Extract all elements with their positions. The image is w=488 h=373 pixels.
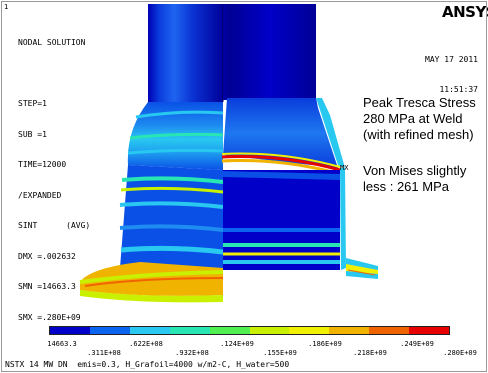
time-label: 11:51:37 — [439, 85, 478, 94]
stress-contour-model[interactable]: MX — [0, 0, 488, 330]
note-line: (with refined mesh) — [363, 127, 474, 142]
info-line: SMX =.280E+09 — [18, 312, 81, 322]
info-line: TIME=12000 — [18, 160, 67, 169]
legend-swatch — [409, 327, 450, 334]
info-line: /EXPANDED — [18, 190, 62, 200]
base-flange — [79, 258, 378, 303]
legend-label: .932E+08 — [175, 349, 209, 357]
von-mises-note: Von Mises slightly less : 261 MPa — [363, 163, 466, 195]
legend-swatch — [50, 327, 90, 334]
window-number: 1 — [4, 3, 9, 11]
info-line: SINT (AVG) — [18, 221, 91, 230]
legend-swatch — [169, 327, 210, 334]
lower-shell — [119, 165, 346, 273]
note-line: less : 261 MPa — [363, 179, 449, 194]
legend-swatch — [89, 327, 130, 334]
peak-stress-note: Peak Tresca Stress 280 MPa at Weld (with… — [363, 95, 476, 143]
legend-swatch — [329, 327, 370, 334]
legend-swatch — [249, 327, 290, 334]
legend-label: .280E+09 — [443, 349, 477, 357]
upper-pipe — [148, 4, 316, 102]
max-marker: MX — [340, 164, 349, 172]
transition-section — [127, 102, 224, 170]
inner-cut-section — [221, 98, 345, 176]
legend-swatch — [209, 327, 250, 334]
note-line: Von Mises slightly — [363, 163, 467, 178]
date-label: MAY 17 2011 — [425, 55, 478, 64]
legend-label: .622E+08 — [129, 340, 163, 348]
legend-label: 14663.3 — [47, 340, 77, 348]
info-line: DMX =.002632 — [18, 251, 76, 261]
note-line: Peak Tresca Stress — [363, 95, 476, 110]
legend-swatch — [289, 327, 330, 334]
contour-legend-bar — [49, 326, 450, 335]
info-line: SMN =14663.3 — [18, 282, 76, 291]
legend-label: .311E+08 — [87, 349, 121, 357]
plot-subtitle: NSTX 14 MW DN emis=0.3, H_Grafoil=4000 w… — [5, 360, 290, 369]
timestamp: MAY 17 2011 11:51:37 — [425, 35, 478, 105]
legend-label: .186E+09 — [308, 340, 342, 348]
info-line: SUB =1 — [18, 129, 47, 139]
legend-swatch — [129, 327, 170, 334]
legend-swatch — [369, 327, 410, 334]
legend-label: .124E+09 — [220, 340, 254, 348]
legend-label: .249E+09 — [400, 340, 434, 348]
info-line: NODAL SOLUTION — [18, 38, 86, 47]
note-line: 280 MPa at Weld — [363, 111, 463, 126]
legend-label: .218E+09 — [353, 349, 387, 357]
legend-label: .155E+09 — [263, 349, 297, 357]
ansys-logo: ANSYS — [442, 3, 488, 21]
solution-info-block: NODAL SOLUTION STEP=1 SUB =1 TIME=12000 … — [18, 18, 90, 333]
info-line: STEP=1 — [18, 99, 47, 108]
